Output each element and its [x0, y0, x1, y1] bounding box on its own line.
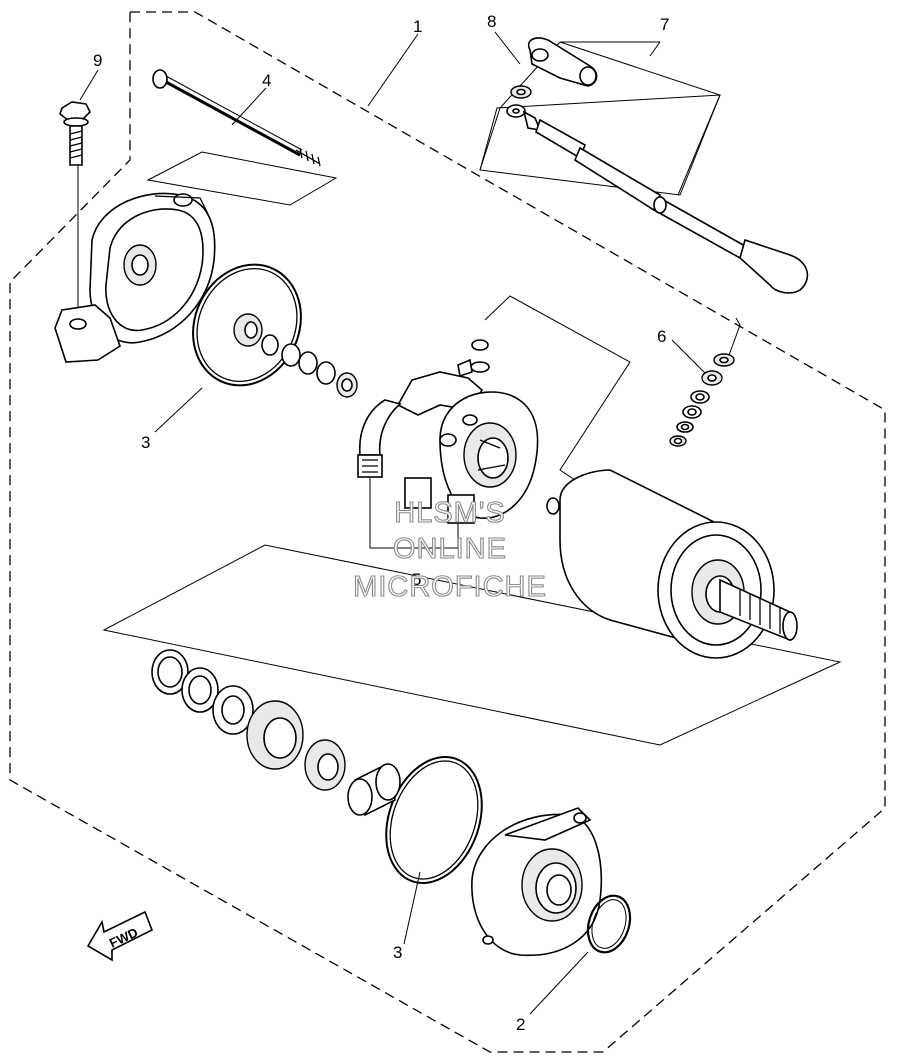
callout-8: 8 [487, 12, 496, 31]
callout-7: 7 [660, 15, 669, 34]
terminal-lead [506, 37, 809, 294]
front-shims-bearings [151, 649, 401, 817]
callout-1: 1 [413, 17, 422, 36]
fwd-direction-arrow: FWD [86, 910, 154, 962]
rear-washers [233, 313, 358, 398]
callout-3-lower: 3 [393, 943, 402, 962]
callout-3-upper: 3 [141, 433, 150, 452]
armature-yoke [546, 469, 798, 659]
callout-6: 6 [657, 327, 666, 346]
watermark: HLSM'S ONLINE MICROFICHE [353, 496, 547, 603]
callout-9: 9 [93, 51, 102, 70]
watermark-line-2: ONLINE [393, 533, 507, 565]
callout-5: 5 [412, 570, 421, 589]
assembly-boundary [9, 11, 886, 1053]
through-bolt [152, 69, 321, 167]
front-o-ring [586, 894, 632, 954]
watermark-line-3: MICROFICHE [353, 571, 547, 603]
rear-housing-cover [54, 192, 216, 363]
flange-bolt [59, 101, 91, 166]
nut-washer-stack [669, 353, 735, 447]
small-o-ring [471, 339, 489, 351]
brush-holder-assembly [357, 358, 539, 524]
callout-numbers: 1 2 3 3 4 5 6 7 8 9 [93, 12, 669, 1034]
o-ring-lower [385, 756, 483, 884]
callout-2: 2 [516, 1015, 525, 1034]
watermark-line-1: HLSM'S [394, 497, 505, 529]
front-cover [471, 807, 603, 957]
callout-4: 4 [262, 71, 271, 90]
